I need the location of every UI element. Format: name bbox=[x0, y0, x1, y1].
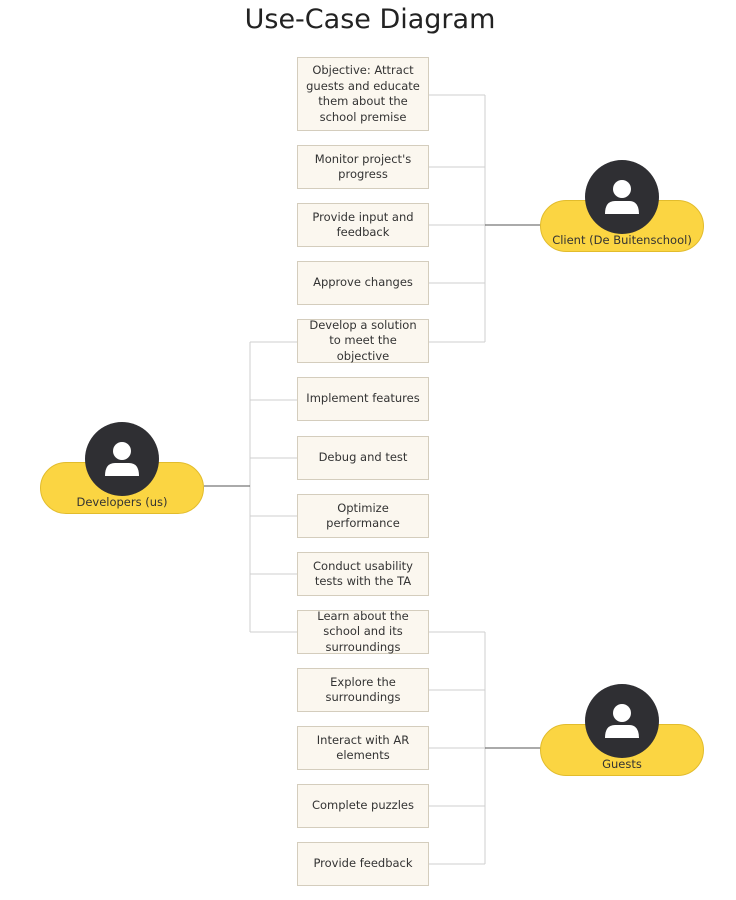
use-case-learn-school: Learn about the school and its surroundi… bbox=[297, 609, 429, 654]
user-icon bbox=[585, 684, 659, 758]
use-case-explore-surroundings: Explore the surroundings bbox=[297, 668, 429, 712]
actor-label: Client (De Buitenschool) bbox=[552, 233, 692, 247]
actor-developers: Developers (us) bbox=[40, 422, 204, 514]
use-case-debug-test: Debug and test bbox=[297, 436, 429, 480]
actor-guests: Guests bbox=[540, 684, 704, 776]
actor-label: Developers (us) bbox=[76, 495, 168, 509]
use-case-complete-puzzles: Complete puzzles bbox=[297, 784, 429, 828]
use-case-develop-solution: Develop a solution to meet the objective bbox=[297, 318, 429, 363]
user-icon bbox=[585, 160, 659, 234]
use-case-usability-tests: Conduct usability tests with the TA bbox=[297, 552, 429, 596]
actor-label: Guests bbox=[602, 757, 642, 771]
actor-client: Client (De Buitenschool) bbox=[540, 160, 704, 252]
use-case-approve-changes: Approve changes bbox=[297, 261, 429, 305]
use-case-attract-guests: Objective: Attract guests and educate th… bbox=[297, 57, 429, 131]
use-case-monitor-progress: Monitor project's progress bbox=[297, 145, 429, 189]
use-case-provide-feedback: Provide feedback bbox=[297, 842, 429, 886]
use-case-provide-input: Provide input and feedback bbox=[297, 203, 429, 247]
diagram-title: Use-Case Diagram bbox=[244, 4, 496, 35]
user-icon bbox=[85, 422, 159, 496]
use-case-optimize-performance: Optimize performance bbox=[297, 494, 429, 538]
use-case-implement-features: Implement features bbox=[297, 377, 429, 421]
use-case-interact-ar: Interact with AR elements bbox=[297, 726, 429, 770]
